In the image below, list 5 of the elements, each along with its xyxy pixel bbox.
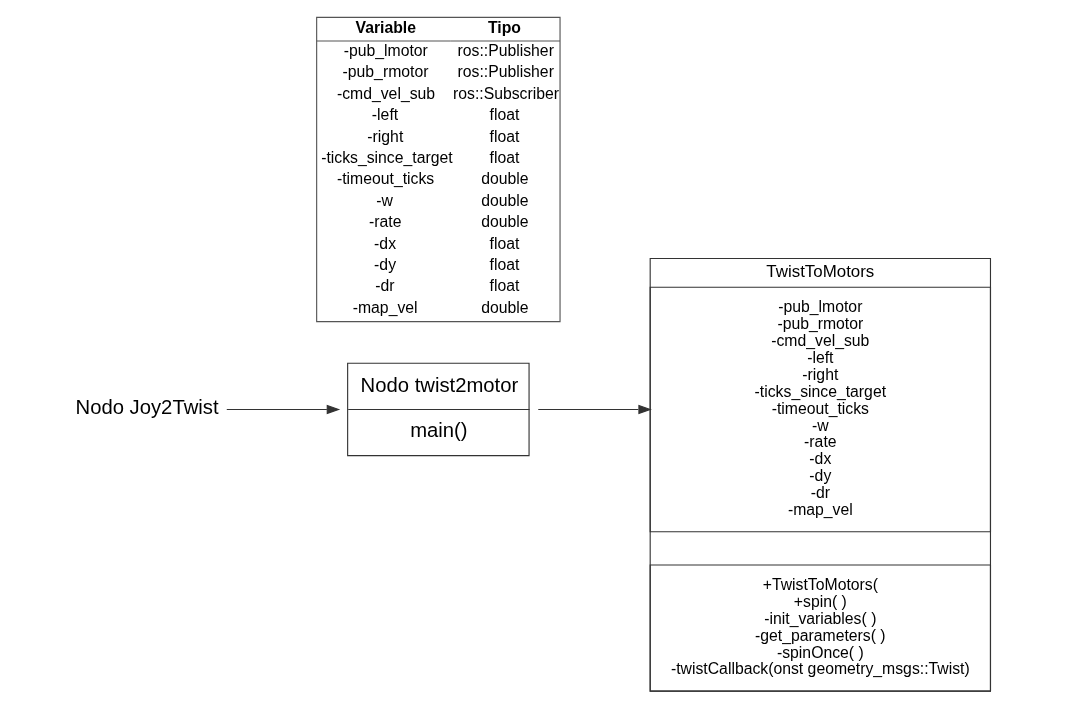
node-box: +TwistToMotors( +spin( ) -init_variables( ) -get_parameters( ) -spinOnce( ) -twistCallback(onst geometry_msgs::Twist): [649, 564, 991, 692]
arrow: [225, 404, 340, 415]
arrow: [537, 404, 652, 415]
node-box: -pub_lmotor -pub_rmotor -cmd_vel_sub -left -right -ticks_since_target -timeout_ticks -w -rate -dx -dy -dr -map_vel: [649, 286, 991, 533]
node-text: Nodo Joy2Twist: [75, 396, 219, 419]
